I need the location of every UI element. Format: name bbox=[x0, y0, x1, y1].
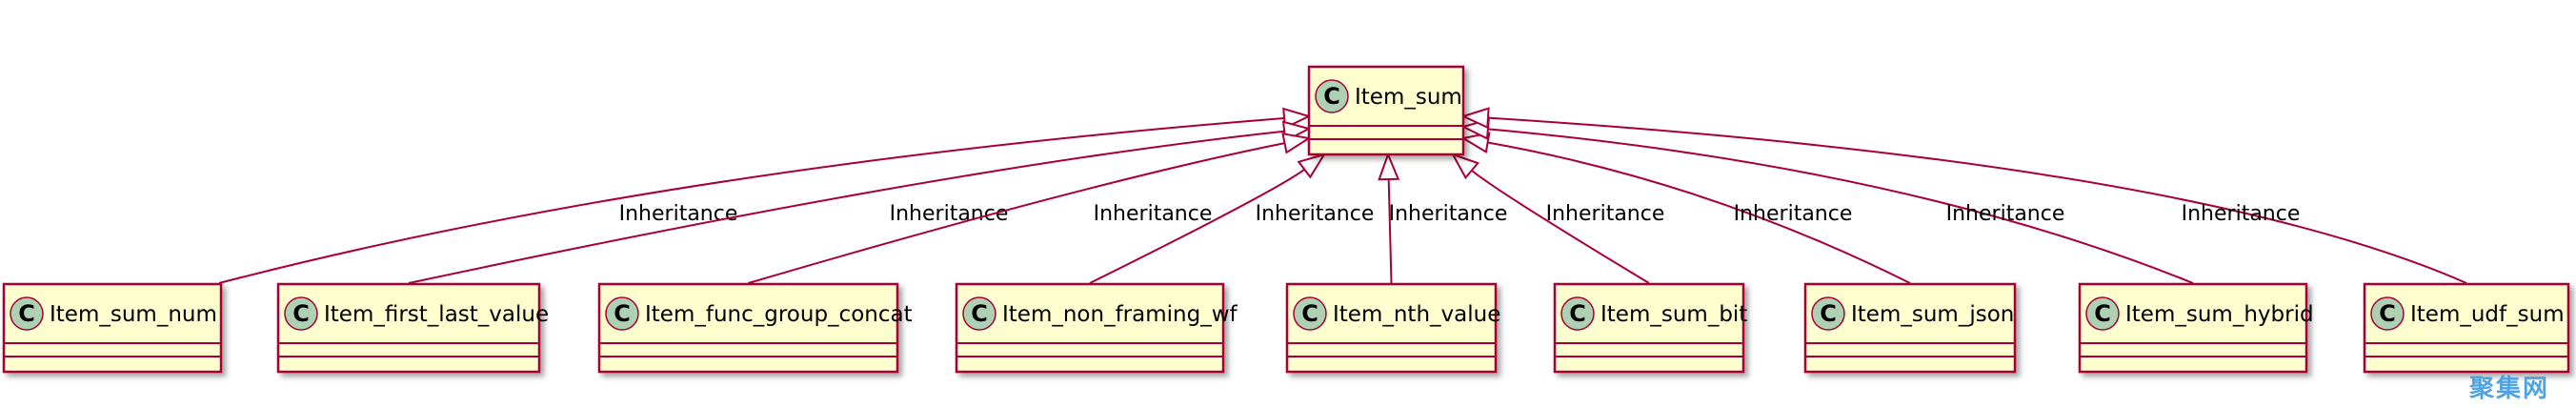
class-box bbox=[2, 282, 223, 374]
class-name: Item_sum bbox=[1355, 85, 1462, 110]
class-name: Item_udf_sum bbox=[2410, 302, 2565, 327]
class-item-udf-sum[interactable]: C Item_udf_sum bbox=[2363, 282, 2570, 374]
class-name: Item_sum_num bbox=[50, 302, 217, 327]
stereotype-letter: C bbox=[971, 300, 988, 327]
stereotype-letter: C bbox=[2094, 300, 2111, 327]
class-item-func-group-concat[interactable]: C Item_func_group_concat bbox=[597, 282, 913, 374]
class-name: Item_sum_json bbox=[1851, 302, 2014, 327]
class-name: Item_sum_bit bbox=[1600, 302, 1747, 327]
inheritance-edge-item-sum-num bbox=[218, 117, 1285, 284]
class-stereotype-icon bbox=[1560, 296, 1595, 331]
class-item-first-last-value[interactable]: C Item_first_last_value bbox=[276, 282, 549, 374]
class-name: Item_first_last_value bbox=[324, 302, 549, 327]
inheritance-edges: Inheritance Inheritance Inheritance Inherit… bbox=[218, 107, 2467, 284]
inheritance-arrowhead bbox=[1378, 152, 1400, 181]
class-item-sum[interactable]: C Item_sum bbox=[1307, 65, 1465, 156]
class-stereotype-icon bbox=[2085, 296, 2120, 331]
inheritance-arrowhead bbox=[1450, 153, 1480, 180]
inheritance-edge-item-nth-value bbox=[1387, 178, 1393, 284]
edge-label: Inheritance bbox=[890, 202, 1009, 226]
inheritance-arrowhead bbox=[1281, 133, 1312, 154]
class-stereotype-icon bbox=[605, 296, 639, 331]
class-stereotype-icon bbox=[284, 296, 318, 331]
class-name: Item_sum_hybrid bbox=[2125, 302, 2314, 327]
inheritance-edge-item-func-group-concat bbox=[748, 142, 1285, 284]
class-box bbox=[276, 282, 541, 374]
edge-label: Inheritance bbox=[619, 202, 738, 226]
stereotype-letter: C bbox=[1301, 300, 1318, 327]
inheritance-arrowhead bbox=[1297, 153, 1327, 179]
stereotype-letter: C bbox=[1569, 300, 1586, 327]
inheritance-arrowhead bbox=[1460, 132, 1491, 153]
watermark-text: 聚集网 bbox=[2468, 375, 2549, 403]
class-box bbox=[2078, 282, 2308, 374]
stereotype-letter: C bbox=[18, 300, 35, 327]
class-item-non-framing-wf[interactable]: C Item_non_framing_wf bbox=[955, 282, 1238, 374]
inheritance-edge-item-udf-sum bbox=[1487, 116, 2467, 284]
class-box bbox=[955, 282, 1225, 374]
class-stereotype-icon bbox=[962, 296, 996, 331]
inheritance-edge-item-sum-json bbox=[1487, 141, 1911, 284]
class-stereotype-icon bbox=[2370, 296, 2405, 331]
stereotype-letter: C bbox=[1820, 300, 1837, 327]
edge-label: Inheritance bbox=[2182, 202, 2301, 226]
class-box bbox=[597, 282, 899, 374]
edge-label: Inheritance bbox=[1094, 202, 1213, 226]
edge-label: Inheritance bbox=[1734, 202, 1853, 226]
stereotype-letter: C bbox=[292, 300, 310, 327]
stereotype-letter: C bbox=[1323, 83, 1340, 110]
edge-label: Inheritance bbox=[1946, 202, 2065, 226]
class-stereotype-icon bbox=[1811, 296, 1845, 331]
inheritance-edge-item-sum-bit bbox=[1471, 170, 1650, 284]
inheritance-arrowhead bbox=[1460, 107, 1490, 130]
inheritance-edge-item-first-last-value bbox=[408, 130, 1285, 284]
stereotype-letter: C bbox=[2379, 300, 2396, 327]
class-stereotype-icon bbox=[1293, 296, 1327, 331]
inheritance-edge-item-non-framing-wf bbox=[1089, 168, 1305, 284]
class-item-sum-bit[interactable]: C Item_sum_bit bbox=[1553, 282, 1747, 374]
edge-label: Inheritance bbox=[1389, 202, 1508, 226]
stereotype-letter: C bbox=[614, 300, 631, 327]
class-item-sum-num[interactable]: C Item_sum_num bbox=[2, 282, 223, 374]
inheritance-edge-item-sum-hybrid bbox=[1487, 128, 2194, 284]
class-item-sum-hybrid[interactable]: C Item_sum_hybrid bbox=[2078, 282, 2314, 374]
class-stereotype-icon bbox=[10, 296, 44, 331]
edge-label: Inheritance bbox=[1256, 202, 1375, 226]
class-name: Item_func_group_concat bbox=[645, 302, 913, 327]
class-item-sum-json[interactable]: C Item_sum_json bbox=[1803, 282, 2017, 374]
edge-label: Inheritance bbox=[1546, 202, 1665, 226]
class-stereotype-icon bbox=[1315, 79, 1349, 113]
class-item-nth-value[interactable]: C Item_nth_value bbox=[1285, 282, 1500, 374]
class-name: Item_nth_value bbox=[1333, 302, 1500, 327]
class-name: Item_non_framing_wf bbox=[1002, 302, 1238, 327]
